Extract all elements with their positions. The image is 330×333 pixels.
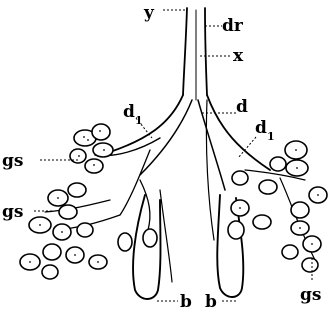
main-duct	[183, 8, 207, 100]
label-d: d	[236, 97, 248, 117]
label-d1-left: d	[123, 102, 135, 122]
label-b-right: b	[205, 292, 217, 312]
label-gs-lower-left: gs	[2, 202, 23, 222]
label-dr: dr	[222, 16, 244, 36]
label-b-left: b	[180, 292, 192, 312]
label-gs-upper-left: gs	[2, 151, 23, 171]
label-d1-right: d	[255, 118, 267, 138]
label-gs-right: gs	[300, 285, 321, 305]
left-sac	[133, 195, 160, 299]
gland-cluster-upper-left	[70, 124, 113, 173]
label-y: y	[143, 3, 155, 23]
label-d1-left-subscript: 1	[135, 114, 143, 127]
inner-tubes	[160, 100, 214, 282]
label-x: x	[233, 46, 244, 66]
label-d1-right-subscript: 1	[267, 130, 275, 143]
